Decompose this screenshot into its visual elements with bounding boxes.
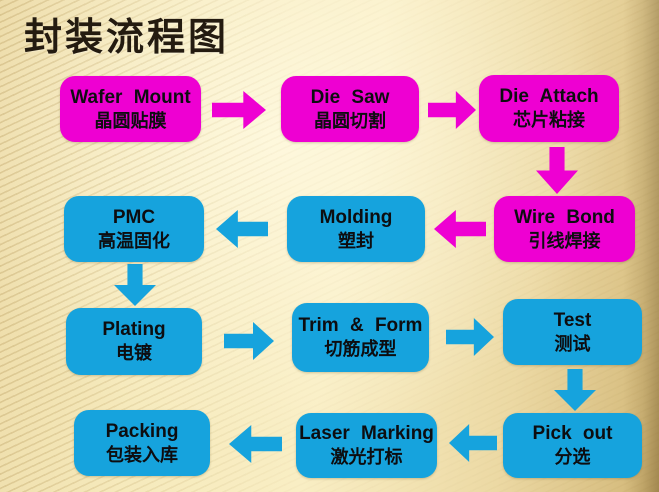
arrow-trim-form-to-test (446, 318, 494, 356)
node-label-en: Die Attach (499, 86, 599, 108)
node-label-zh: 电镀 (116, 343, 152, 364)
arrow-laser-marking-to-packing (229, 425, 282, 463)
node-label-zh: 切筋成型 (324, 339, 397, 360)
arrow-molding-to-pmc (216, 210, 268, 248)
arrow-wire-bond-to-molding (434, 210, 486, 248)
node-label-en: Die Saw (310, 86, 390, 108)
node-label-zh: 包装入库 (106, 444, 178, 465)
node-label-en: Trim & Form (298, 315, 423, 337)
node-molding: Molding 塑封 (287, 196, 425, 262)
page-title: 封装流程图 (24, 17, 230, 59)
arrow-die-saw-to-die-attach (428, 91, 476, 129)
node-label-en: Packing (105, 420, 179, 442)
node-label-en: Pick out (532, 423, 613, 445)
arrow-wafer-mount-to-die-saw (212, 91, 266, 129)
node-label-zh: 引线焊接 (528, 230, 601, 251)
node-trim-form: Trim & Form 切筋成型 (292, 303, 429, 372)
node-label-zh: 塑封 (338, 230, 374, 251)
node-pmc: PMC 高温固化 (64, 196, 204, 262)
node-label-en: Wafer Mount (70, 86, 191, 108)
node-plating: Plating 电镀 (66, 308, 202, 375)
arrow-pick-out-to-laser-marking (449, 424, 497, 462)
node-packing: Packing 包装入库 (74, 410, 210, 476)
node-label-zh: 高温固化 (98, 230, 170, 251)
node-wafer-mount: Wafer Mount 晶圆贴膜 (60, 76, 201, 142)
node-label-en: Wire Bond (514, 206, 615, 228)
node-pick-out: Pick out 分选 (503, 413, 642, 478)
node-laser-marking: Laser Marking 激光打标 (296, 413, 437, 478)
node-label-zh: 分选 (554, 447, 591, 468)
node-label-zh: 晶圆贴膜 (94, 110, 167, 131)
node-die-saw: Die Saw 晶圆切割 (281, 76, 419, 142)
node-label-en: Molding (319, 206, 393, 228)
arrow-test-to-pick-out (554, 369, 596, 411)
node-die-attach: Die Attach 芯片粘接 (479, 75, 619, 142)
node-label-en: Laser Marking (299, 423, 434, 445)
node-label-zh: 芯片粘接 (513, 110, 585, 131)
arrow-plating-to-trim-form (224, 322, 274, 360)
node-label-zh: 测试 (554, 333, 591, 354)
node-test: Test 测试 (503, 299, 642, 365)
node-label-en: Test (553, 309, 592, 331)
node-label-zh: 晶圆切割 (314, 110, 386, 131)
node-wire-bond: Wire Bond 引线焊接 (494, 196, 635, 262)
node-label-zh: 激光打标 (330, 447, 403, 468)
arrow-pmc-to-plating (114, 264, 156, 306)
node-label-en: PMC (112, 206, 156, 228)
arrow-die-attach-to-wire-bond (536, 147, 578, 194)
node-label-en: Plating (102, 319, 166, 341)
